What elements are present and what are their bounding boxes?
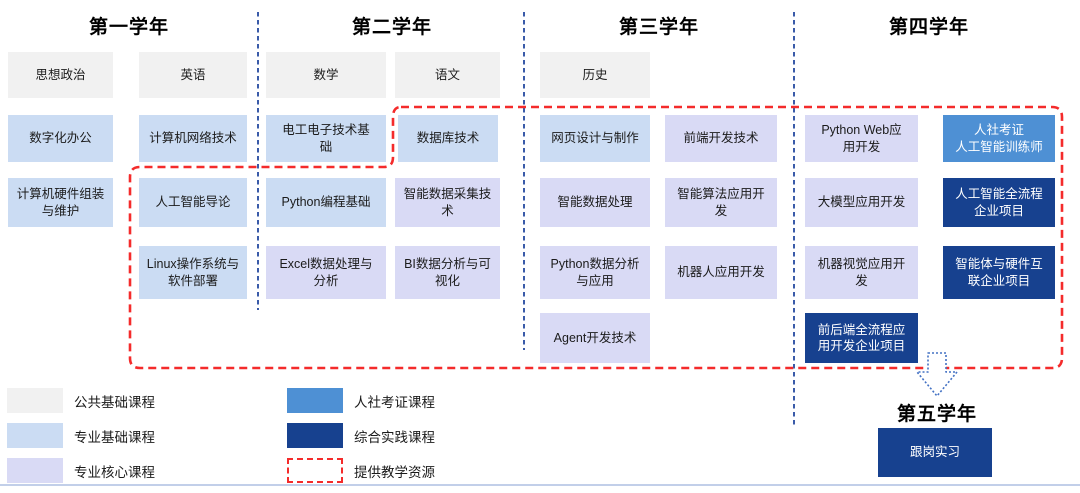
course-box: Python编程基础 [266,178,386,227]
legend-swatch-dashed [287,458,343,483]
course-box: Agent开发技术 [540,313,650,363]
course-box: 语文 [395,52,500,98]
course-box: 英语 [139,52,247,98]
year-header: 第一学年 [88,17,170,38]
legend-label: 公共基础课程 [74,394,155,410]
course-box: 计算机硬件组装 与维护 [8,178,113,227]
course-box: 前端开发技术 [665,115,777,162]
legend-swatch [7,458,63,483]
course-box: Python Web应 用开发 [805,115,918,162]
legend-label: 专业核心课程 [74,464,155,480]
legend-item: 专业核心课程 [7,458,155,483]
year-header: 第四学年 [888,17,970,38]
legend-item: 综合实践课程 [287,423,435,448]
legend-item: 提供教学资源 [287,458,435,483]
legend-label: 人社考证课程 [354,394,435,410]
course-box: BI数据分析与可 视化 [395,246,500,299]
course-box: Linux操作系统与 软件部署 [139,246,247,299]
course-box: 前后端全流程应 用开发企业项目 [805,313,918,363]
legend-label: 综合实践课程 [354,429,435,445]
course-box: 历史 [540,52,650,98]
legend-swatch [7,388,63,413]
course-box: 大模型应用开发 [805,178,918,227]
legend-label: 提供教学资源 [354,464,435,480]
course-box: 智能数据处理 [540,178,650,227]
legend-item: 公共基础课程 [7,388,155,413]
course-box: 智能数据采集技 术 [395,178,500,227]
course-box: 智能体与硬件互 联企业项目 [943,246,1055,299]
year-header: 第五学年 [896,404,978,425]
course-box: 人工智能全流程 企业项目 [943,178,1055,227]
year-header: 第二学年 [351,17,433,38]
legend-swatch [287,388,343,413]
legend-swatch [7,423,63,448]
course-box: 网页设计与制作 [540,115,650,162]
footer-divider [0,484,1080,486]
course-box: 数据库技术 [398,115,498,162]
down-arrow-icon [916,352,958,397]
legend-item: 人社考证课程 [287,388,435,413]
course-box: Python数据分析 与应用 [540,246,650,299]
course-box: 思想政治 [8,52,113,98]
course-box: 数字化办公 [8,115,113,162]
course-box: 电工电子技术基 础 [266,115,386,162]
course-box: 机器视觉应用开 发 [805,246,918,299]
course-box: 人社考证 人工智能训练师 [943,115,1055,162]
course-box: 计算机网络技术 [139,115,247,162]
course-box: Excel数据处理与 分析 [266,246,386,299]
legend-swatch [287,423,343,448]
course-box: 智能算法应用开 发 [665,178,777,227]
course-box: 机器人应用开发 [665,246,777,299]
course-box: 数学 [266,52,386,98]
year-header: 第三学年 [618,17,700,38]
course-box: 跟岗实习 [878,428,992,477]
legend-label: 专业基础课程 [74,429,155,445]
legend-item: 专业基础课程 [7,423,155,448]
course-box: 人工智能导论 [139,178,247,227]
